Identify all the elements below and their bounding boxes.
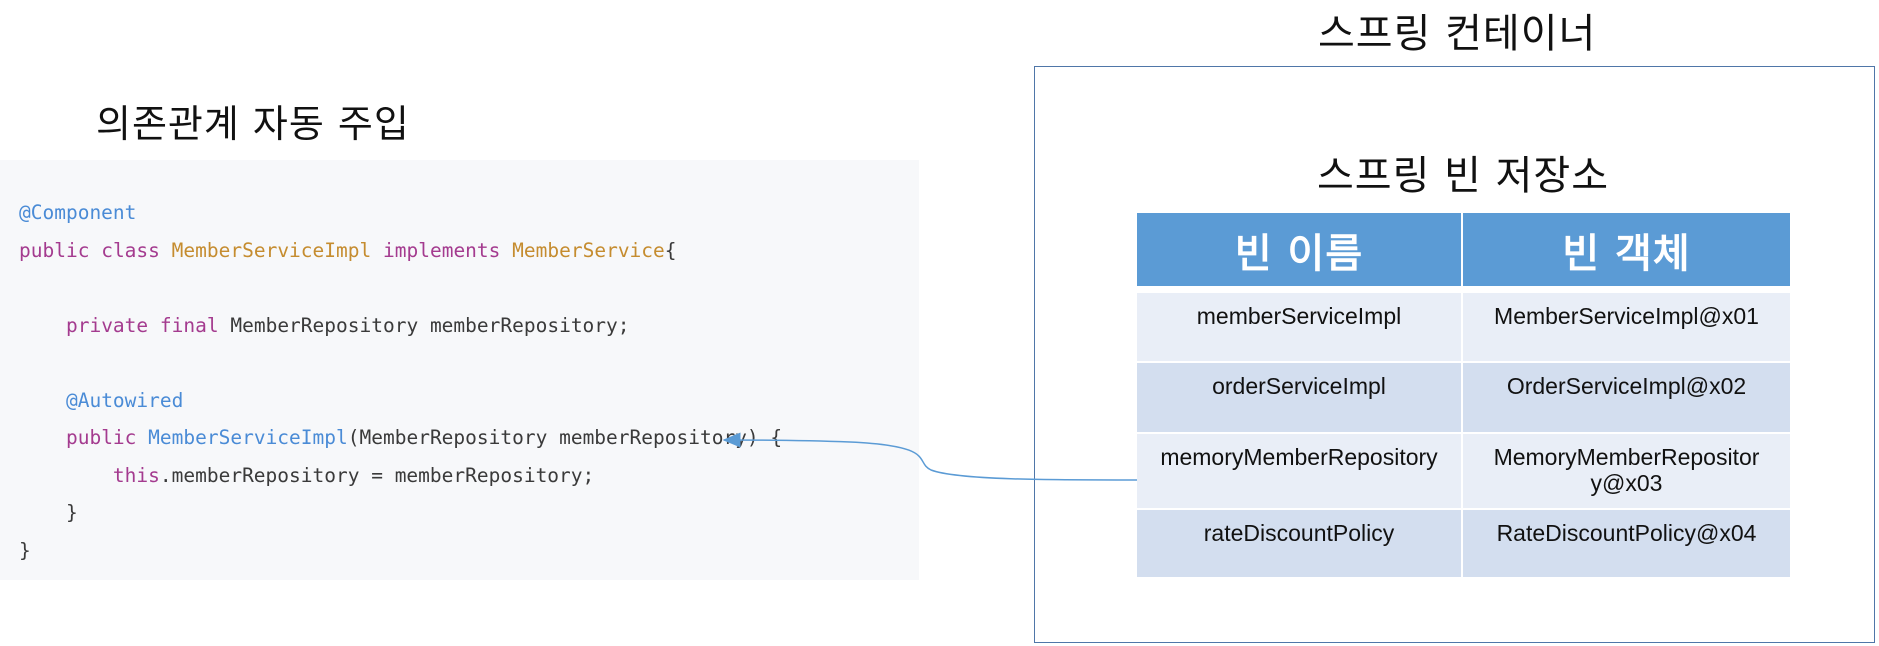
- code-line-3: [19, 269, 782, 307]
- code-line-4: private final MemberRepository memberRep…: [19, 307, 782, 345]
- public-keyword: public: [19, 238, 90, 262]
- class-close-brace: }: [19, 538, 31, 562]
- member-service-impl-type: MemberServiceImpl: [171, 238, 372, 262]
- bean-name-cell: orderServiceImpl: [1212, 373, 1386, 399]
- table-row: memberServiceImpl MemberServiceImpl@x01: [1137, 291, 1790, 361]
- bean-object-cell: MemberServiceImpl@x01: [1461, 293, 1790, 361]
- table-row: memoryMemberRepository MemoryMemberRepos…: [1137, 432, 1790, 508]
- table-header: 빈 이름 빈 객체: [1137, 213, 1790, 291]
- bean-name-cell: memoryMemberRepository: [1160, 444, 1438, 470]
- constructor-close-brace: }: [65, 501, 78, 524]
- constructor-name: MemberServiceImpl: [148, 426, 348, 449]
- code-line-2: public class MemberServiceImpl implement…: [19, 232, 782, 270]
- bean-store-title: 스프링 빈 저장소: [1317, 153, 1610, 199]
- open-brace: {: [664, 238, 677, 262]
- bean-object-cell: OrderServiceImpl@x02: [1461, 363, 1790, 432]
- private-keyword: private: [65, 313, 149, 337]
- table-row: orderServiceImpl OrderServiceImpl@x02: [1137, 361, 1790, 432]
- code-panel: @Component public class MemberServiceImp…: [0, 160, 919, 580]
- repository-field-declaration: MemberRepository memberRepository;: [230, 313, 630, 337]
- constructor-public-keyword: public: [65, 426, 137, 449]
- code-line-5: [19, 344, 782, 382]
- code-lines: @Component public class MemberServiceImp…: [19, 194, 782, 569]
- autowired-annotation: @Autowired: [65, 388, 184, 412]
- wrapped-bean-object-text: MemoryMemberRepository@x03: [1493, 444, 1760, 496]
- code-line-6: @Autowired: [19, 382, 782, 420]
- code-line-1: @Component: [19, 194, 782, 232]
- constructor-parameter-list: (MemberRepository memberRepository) {: [347, 426, 783, 449]
- final-keyword: final: [159, 313, 219, 337]
- bean-object-header: 빈 객체: [1461, 213, 1790, 286]
- member-service-interface: MemberService: [512, 238, 665, 262]
- bean-object-cell: RateDiscountPolicy@x04: [1461, 510, 1790, 577]
- table-row: rateDiscountPolicy RateDiscountPolicy@x0…: [1137, 508, 1790, 577]
- bean-object-cell: MemoryMemberRepository@x03: [1461, 434, 1790, 508]
- field-assignment: .memberRepository = memberRepository;: [159, 463, 595, 487]
- bean-table: 빈 이름 빈 객체 memberServiceImpl MemberServic…: [1137, 213, 1790, 577]
- code-line-8: this.memberRepository = memberRepository…: [19, 457, 782, 495]
- implements-keyword: implements: [383, 238, 501, 262]
- component-annotation: @Component: [19, 201, 137, 224]
- bean-name-cell: rateDiscountPolicy: [1203, 520, 1395, 546]
- class-keyword: class: [101, 238, 160, 262]
- bean-name-cell: memberServiceImpl: [1196, 303, 1402, 329]
- code-line-7: public MemberServiceImpl(MemberRepositor…: [19, 419, 782, 457]
- this-keyword: this: [112, 463, 160, 487]
- code-line-9: }: [19, 494, 782, 532]
- left-title: 의존관계 자동 주입: [96, 102, 410, 146]
- container-title: 스프링 컨테이너: [1318, 11, 1597, 57]
- code-line-10: }: [19, 532, 782, 570]
- bean-name-header: 빈 이름: [1234, 230, 1364, 277]
